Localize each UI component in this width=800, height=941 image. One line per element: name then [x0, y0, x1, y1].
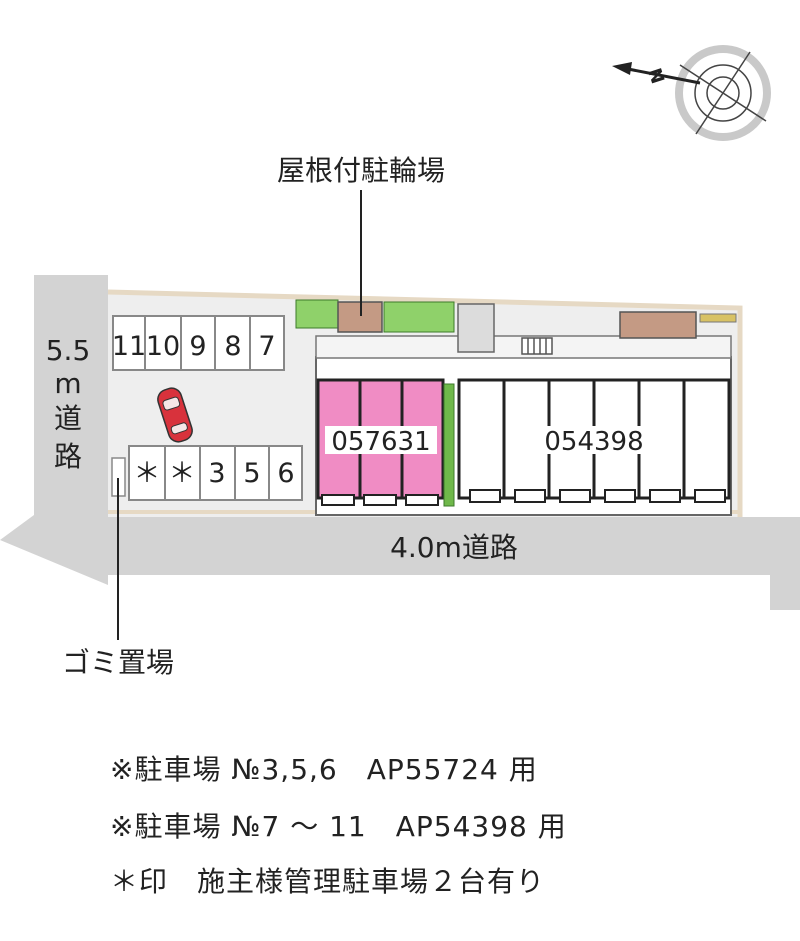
bicycle-parking-label: 屋根付駐輪場 [277, 154, 445, 187]
building-054398: 054398 [457, 378, 731, 503]
parking-upper-stalls [112, 315, 285, 371]
hedge-strip [443, 383, 455, 507]
west-road-label-3: 道 [54, 402, 82, 435]
note-parking-355724: ※駐車場 №3,5,6 AP55724 用 [110, 753, 538, 786]
parking-number-6: 6 [277, 458, 294, 489]
parking-number-asterisk-1: ＊ [134, 458, 161, 489]
car-icon [157, 387, 193, 443]
west-road-label-4: 路 [54, 440, 82, 473]
west-road-label-2: m [54, 367, 81, 400]
parking-number-5: 5 [243, 458, 260, 489]
site-map: 11 10 9 8 7 ＊ ＊ 3 5 6 057631 [0, 45, 800, 679]
west-road [0, 275, 108, 585]
lot-boundary [107, 289, 743, 517]
building-057631-label: 057631 [331, 427, 430, 457]
compass-north-label: N [643, 66, 668, 87]
parking-number-8: 8 [224, 331, 241, 362]
west-road-label-1: 5.5 [46, 334, 91, 367]
parking-number-3: 3 [208, 458, 225, 489]
building-057631: 057631 [316, 378, 445, 506]
building-054398-label: 054398 [544, 427, 643, 457]
hedge-far-right [699, 313, 737, 323]
roof-structure-right [619, 311, 697, 339]
stairs [521, 337, 553, 355]
south-road-label: 4.0m道路 [390, 531, 518, 564]
parking-number-10: 10 [146, 331, 180, 362]
north-arrow-compass: N [612, 45, 771, 141]
hedge-left [295, 299, 339, 329]
parking-number-7: 7 [258, 331, 275, 362]
note-owner-managed-parking: ＊印 施主様管理駐車場２台有り [110, 865, 546, 898]
hedge-right [383, 301, 455, 333]
parking-number-11: 11 [112, 331, 146, 362]
parking-number-9: 9 [189, 331, 206, 362]
garbage-area-label: ゴミ置場 [62, 646, 174, 679]
shrub-block [457, 303, 495, 353]
parking-number-asterisk-2: ＊ [169, 458, 196, 489]
south-road [108, 517, 800, 610]
note-parking-54398: ※駐車場 №7 〜 11 AP54398 用 [110, 810, 567, 843]
parking-lower-stalls [128, 445, 303, 501]
